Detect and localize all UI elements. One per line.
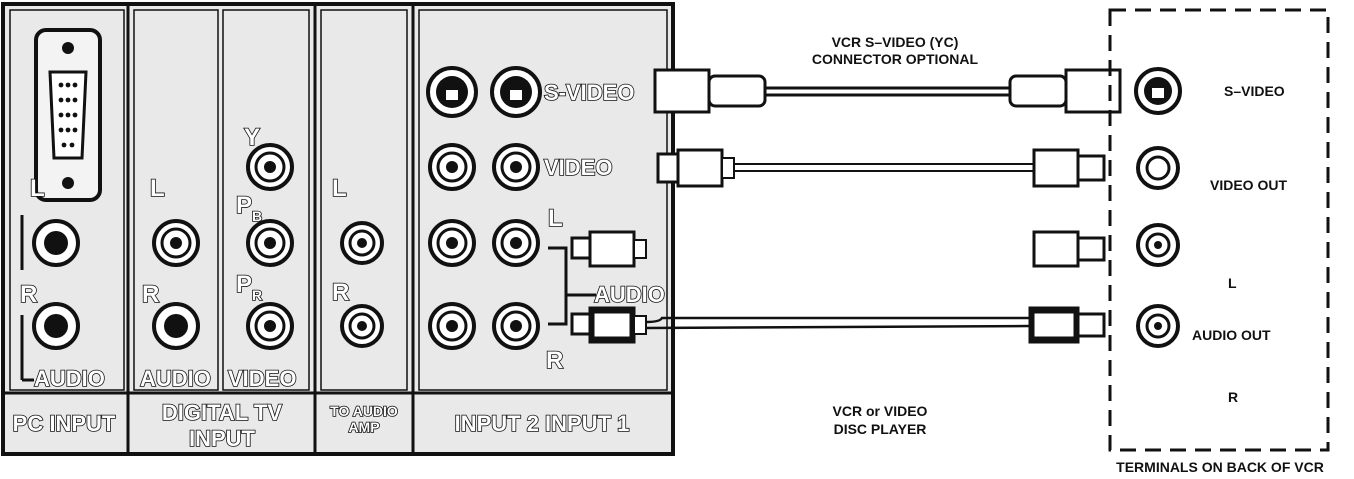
pc-audio-l-jack-icon[interactable] xyxy=(32,219,80,267)
rca-plug-icon xyxy=(656,148,735,188)
input-r-label: R xyxy=(546,347,563,374)
amp-l-label: L xyxy=(332,175,347,202)
video-input-label: VIDEO xyxy=(544,155,612,180)
tv-back-panel: L R AUDIO L R AUDIO Y xyxy=(1,2,675,456)
pr-jack-icon[interactable] xyxy=(246,302,294,350)
svideo-note-line2: CONNECTOR OPTIONAL xyxy=(812,51,979,67)
vcr-audio-r-jack-icon[interactable] xyxy=(1136,304,1180,348)
dtv-audio-label: AUDIO xyxy=(140,366,211,391)
vcr-terminals: S–VIDEO VIDEO OUT L AUDIO OUT R VCR or V… xyxy=(833,8,1330,475)
to-audio-section-label-1: TO AUDIO xyxy=(330,403,398,419)
rca-plug-icon xyxy=(570,230,647,268)
vcr-terminals-caption: TERMINALS ON BACK OF VCR xyxy=(1116,459,1324,475)
input1-audio-r-jack-icon[interactable] xyxy=(492,302,540,350)
amp-l-jack-icon[interactable] xyxy=(340,221,384,265)
vcr-video-out-jack-icon[interactable] xyxy=(1136,146,1180,190)
dtv-l-label: L xyxy=(150,175,165,202)
vcr-device-label-2: DISC PLAYER xyxy=(834,421,927,437)
vcr-r-label: R xyxy=(1228,389,1238,405)
input2-video-jack-icon[interactable] xyxy=(428,143,476,191)
rca-plug-icon xyxy=(1032,148,1106,188)
digital-tv-section-label-2: INPUT xyxy=(189,426,256,451)
pc-input-section-label: PC INPUT xyxy=(13,411,116,436)
input1-video-jack-icon[interactable] xyxy=(492,143,540,191)
dtv-audio-r-jack-icon[interactable] xyxy=(152,302,200,350)
pb-label: P xyxy=(236,192,252,219)
vcr-device-label-1: VCR or VIDEO xyxy=(833,403,928,419)
dtv-r-label: R xyxy=(142,281,159,308)
input2-audio-l-jack-icon[interactable] xyxy=(428,219,476,267)
pr-sub-label: R xyxy=(252,287,262,303)
vcr-audio-out-label: AUDIO OUT xyxy=(1192,327,1271,343)
s-video-plug-icon xyxy=(1008,68,1122,114)
dtv-video-label: VIDEO xyxy=(228,366,296,391)
panel-frame xyxy=(1,2,675,456)
s-video-input-label: S-VIDEO xyxy=(544,80,634,105)
to-audio-section-label-2: AMP xyxy=(348,419,379,435)
amp-r-label: R xyxy=(332,279,349,306)
input2-s-video-jack-icon[interactable] xyxy=(426,66,478,118)
y-label: Y xyxy=(244,124,260,151)
pc-audio-label: AUDIO xyxy=(34,366,105,391)
rca-plug-icon xyxy=(570,306,647,344)
y-jack-icon[interactable] xyxy=(246,143,294,191)
vcr-dashed-box xyxy=(1108,8,1330,452)
vcr-l-label: L xyxy=(1228,275,1237,291)
pb-jack-icon[interactable] xyxy=(246,219,294,267)
rca-plug-icon xyxy=(1028,306,1106,344)
rca-plug-icon xyxy=(1032,230,1106,268)
vcr-svideo-label: S–VIDEO xyxy=(1224,83,1285,99)
inputs-section-label: INPUT 2 INPUT 1 xyxy=(455,411,630,436)
vcr-audio-l-jack-icon[interactable] xyxy=(1136,223,1180,267)
input-l-label: L xyxy=(548,205,563,232)
pc-r-label: R xyxy=(20,281,37,308)
dtv-audio-l-jack-icon[interactable] xyxy=(152,219,200,267)
svideo-note-line1: VCR S–VIDEO (YC) xyxy=(832,34,959,50)
pc-audio-r-jack-icon[interactable] xyxy=(32,302,80,350)
pr-label: P xyxy=(236,271,252,298)
input1-audio-l-jack-icon[interactable] xyxy=(492,219,540,267)
input2-audio-r-jack-icon[interactable] xyxy=(428,302,476,350)
vcr-s-video-jack-icon[interactable] xyxy=(1134,67,1182,115)
cables: VCR S–VIDEO (YC) CONNECTOR OPTIONAL xyxy=(570,34,1122,344)
amp-r-jack-icon[interactable] xyxy=(340,304,384,348)
vga-port-icon xyxy=(34,28,102,202)
digital-tv-section-label-1: DIGITAL TV xyxy=(162,400,283,425)
pb-sub-label: B xyxy=(252,208,262,224)
audio-input-label: AUDIO xyxy=(594,282,665,307)
vcr-video-out-label: VIDEO OUT xyxy=(1210,177,1287,193)
input1-s-video-jack-icon[interactable] xyxy=(490,66,542,118)
s-video-plug-icon xyxy=(653,68,767,114)
pc-l-label: L xyxy=(30,175,45,202)
